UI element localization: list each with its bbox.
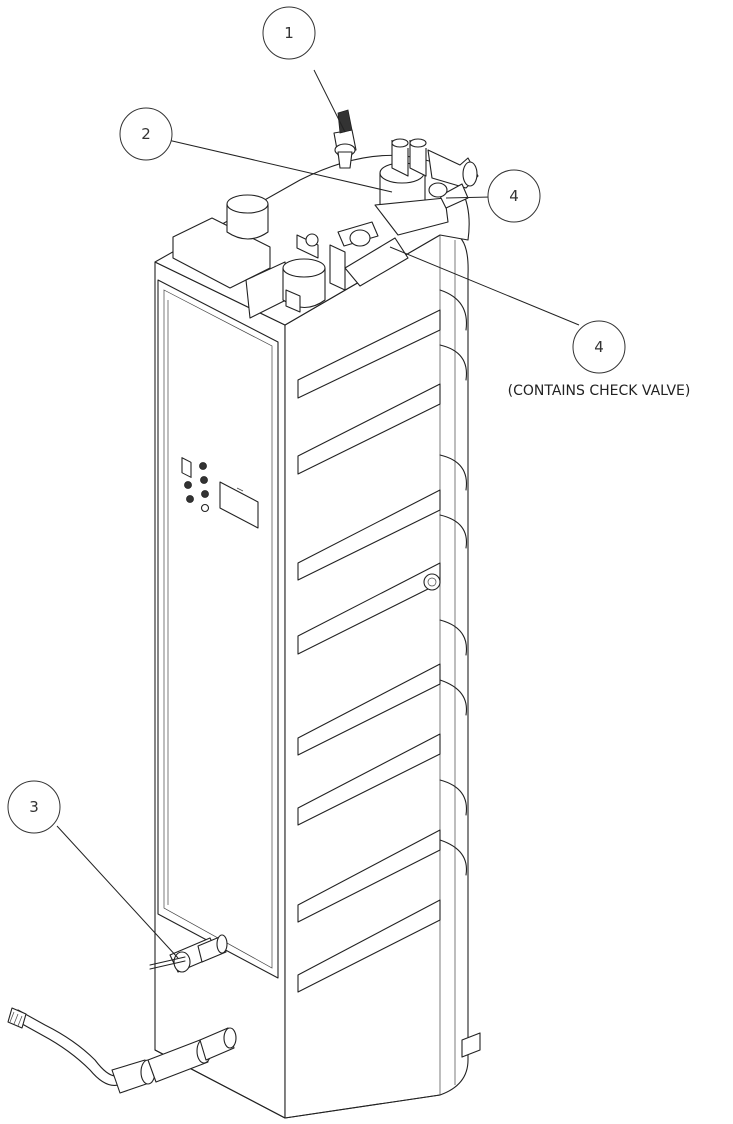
callout-4a-label: 4 — [509, 187, 519, 205]
control-panel — [181, 457, 259, 529]
indicator-light — [184, 481, 192, 489]
callout-1: 1 — [262, 6, 316, 60]
callout-3-label: 3 — [29, 798, 39, 816]
leader-3 — [56, 825, 179, 959]
leader-2 — [167, 139, 393, 193]
callout-4b: 4 — [572, 320, 626, 374]
vent-slots — [297, 309, 441, 993]
top-components — [172, 109, 479, 319]
leader-4a — [445, 196, 492, 199]
leader-4b — [389, 246, 580, 326]
callout-2-label: 2 — [141, 125, 151, 143]
front-door-panel — [157, 279, 279, 979]
callout-3: 3 — [7, 780, 61, 834]
check-valve-note: (CONTAINS CHECK VALVE) — [508, 383, 691, 399]
leader-1 — [313, 69, 346, 133]
callout-2: 2 — [119, 107, 173, 161]
drain-hose — [7, 1007, 237, 1094]
side-port — [423, 573, 441, 591]
access-cover — [219, 481, 259, 529]
callout-4a: 4 — [487, 169, 541, 223]
indicator-light — [186, 495, 194, 503]
drain-valve — [149, 934, 228, 973]
leader-lines — [56, 69, 580, 959]
callout-1-label: 1 — [284, 24, 294, 42]
callout-4b-label: 4 — [594, 338, 604, 356]
indicator-light — [201, 490, 209, 498]
indicator-light — [199, 462, 207, 470]
indicator-light — [200, 503, 210, 513]
indicator-light — [200, 476, 208, 484]
